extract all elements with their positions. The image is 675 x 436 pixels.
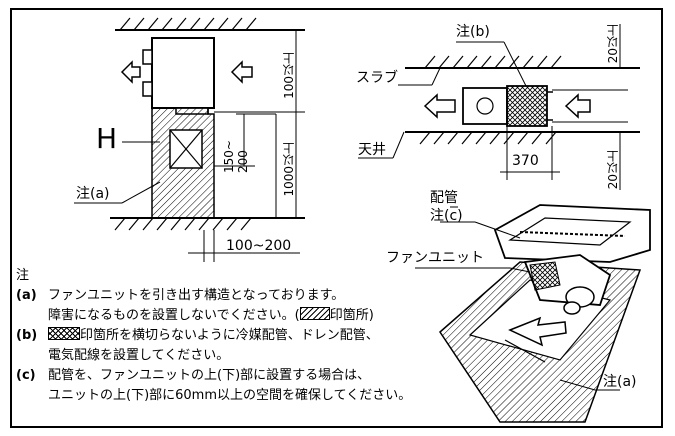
right-top-figure [358, 24, 640, 190]
note-b-line1: (b) 印箇所を横切らないように冷媒配管、ドレン配管、 [16, 326, 411, 346]
note-a-mark: (a) [16, 288, 37, 303]
note-b-line1-text: 印箇所を横切らないように冷媒配管、ドレン配管、 [80, 328, 379, 343]
right-bottom-figure [415, 204, 651, 423]
dim-100-above-label: 100以上 [282, 52, 296, 99]
note-c-line1: (c) 配管を、ファンユニットの上(下)部に設置する場合は、 [16, 366, 411, 386]
note-a-left-label: 注(a) [76, 186, 110, 202]
dim-20-above-top-label: 20以上 [606, 24, 620, 64]
h-mark-label: H [96, 122, 118, 155]
note-c-label: 注(c) [430, 208, 463, 224]
dim-370-label: 370 [512, 153, 539, 169]
note-a-line2: 障害になるものを設置しないでください。( 印箇所) [16, 306, 411, 326]
note-c-line2: ユニットの上(下)部に60mm以上の空間を確保してください。 [48, 388, 412, 403]
dim-150-200-label: 150~ 200 [222, 140, 250, 173]
ceiling-label: 天井 [358, 142, 386, 158]
note-a-right-label: 注(a) [603, 374, 637, 390]
fan-unit-label: ファンユニット [386, 250, 484, 266]
notes-block: 注 (a) ファンユニットを引き出す構造となっております。 障害になるものを設置し… [16, 266, 411, 406]
note-a-line2-pre: 障害になるものを設置しないでください。( [48, 308, 300, 323]
piping-label: 配管 [430, 190, 458, 206]
dim-20-above-bottom-label: 20以上 [606, 150, 620, 190]
note-a-line1: (a) ファンユニットを引き出す構造となっております。 [16, 286, 411, 306]
dim-1000-above-label: 1000以上 [282, 142, 296, 197]
dim-100-200-label: 100~200 [226, 238, 292, 254]
note-b-line2: 電気配線を設置してください。 [48, 348, 230, 363]
diagram-frame [10, 8, 663, 428]
note-b-label: 注(b) [456, 24, 490, 40]
left-figure [74, 17, 305, 262]
hatch-swatch-icon [299, 307, 330, 320]
note-c-line1-text: 配管を、ファンユニットの上(下)部に設置する場合は、 [48, 368, 371, 383]
note-a-line1-text: ファンユニットを引き出す構造となっております。 [48, 288, 345, 303]
note-a-line2-post: 印箇所) [329, 308, 374, 323]
notes-heading: 注 [16, 268, 30, 283]
crosshatch-swatch-icon [48, 327, 80, 340]
note-b-mark: (b) [16, 328, 38, 343]
note-c-mark: (c) [16, 368, 36, 383]
slab-label: スラブ [356, 70, 398, 86]
